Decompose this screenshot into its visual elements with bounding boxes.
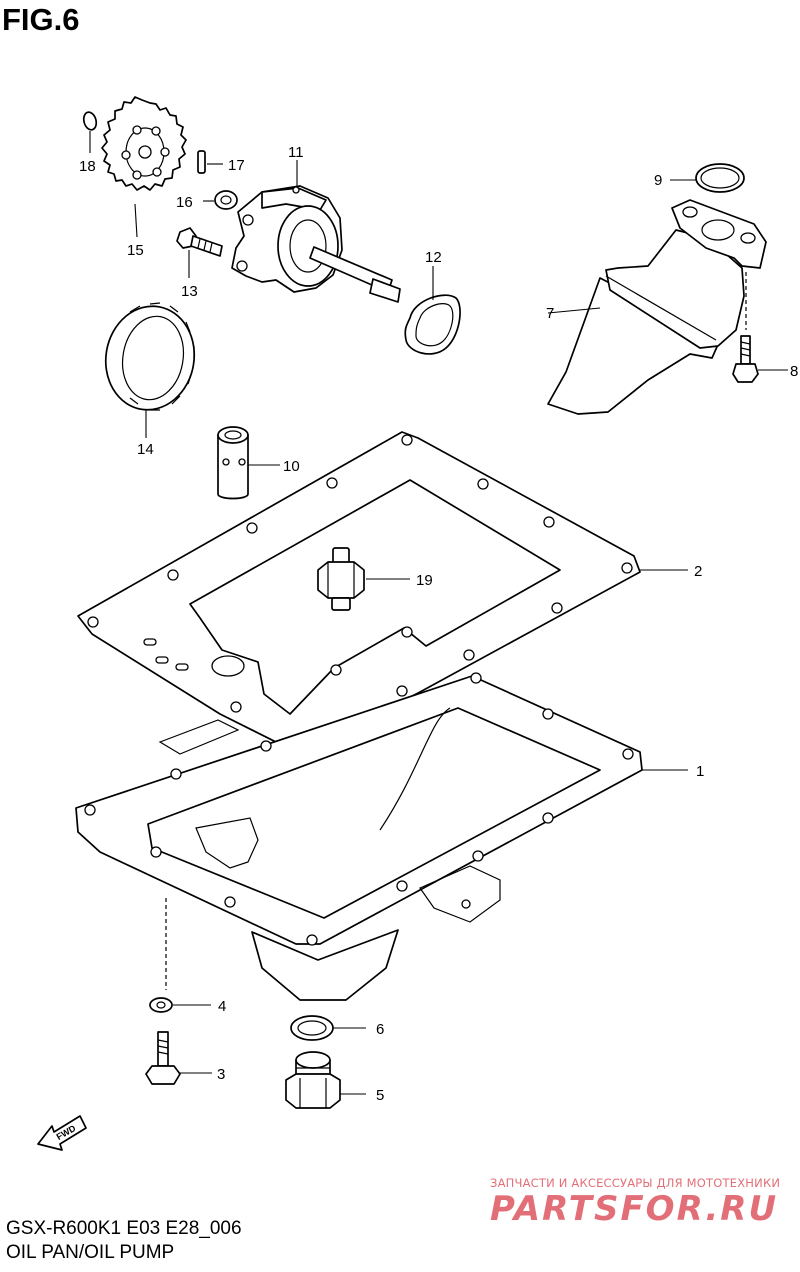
part-3-bolt <box>145 1031 212 1085</box>
callout-7: 7 <box>546 305 554 322</box>
callout-9: 9 <box>654 172 662 189</box>
callout-10: 10 <box>283 458 300 475</box>
part-4-washer <box>149 997 211 1013</box>
part-8-bolt <box>732 335 788 383</box>
part-11-oil-pump <box>231 160 401 303</box>
part-17-pin <box>197 150 223 174</box>
watermark-tagline: ЗАПЧАСТИ И АКСЕССУАРЫ ДЛЯ МОТОТЕХНИКИ <box>490 1176 781 1190</box>
model-code-caption: GSX-R600K1 E03 E28_006 <box>6 1218 242 1239</box>
callout-18: 18 <box>79 158 96 175</box>
callout-1: 1 <box>696 763 704 780</box>
part-13-bolt <box>176 227 223 278</box>
callout-8: 8 <box>790 363 798 380</box>
part-19-pressure-switch <box>317 547 410 611</box>
callout-6: 6 <box>376 1021 384 1038</box>
part-14-gear-ring <box>104 302 196 438</box>
svg-text:PARTSFOR.RU: PARTSFOR.RU <box>490 1189 778 1228</box>
fwd-arrow-icon: FWD <box>37 1115 87 1151</box>
part-16-washer <box>203 190 238 210</box>
callout-16: 16 <box>176 194 193 211</box>
watermark-logo: PARTSFOR.RU <box>490 1189 778 1228</box>
callout-11: 11 <box>288 144 304 161</box>
callout-2: 2 <box>694 563 702 580</box>
part-6-gasket <box>290 1015 366 1041</box>
part-1-oil-pan <box>75 672 688 1001</box>
figure-title: FIG.6 <box>2 2 80 37</box>
callout-19: 19 <box>416 572 433 589</box>
part-7-oil-strainer <box>547 199 767 415</box>
callout-13: 13 <box>181 283 198 300</box>
callout-4: 4 <box>218 998 226 1015</box>
callout-17: 17 <box>228 157 245 174</box>
callout-3: 3 <box>217 1066 225 1083</box>
callout-5: 5 <box>376 1087 384 1104</box>
part-18-circlip <box>82 111 98 153</box>
part-12-gasket <box>404 266 461 355</box>
callout-15: 15 <box>127 242 144 259</box>
callout-12: 12 <box>425 249 442 266</box>
group-name-caption: OIL PAN/OIL PUMP <box>6 1242 175 1263</box>
part-5-drain-plug <box>285 1051 366 1109</box>
part-15-sprocket <box>101 96 187 238</box>
part-9-o-ring <box>670 163 745 193</box>
callout-14: 14 <box>137 441 154 458</box>
part-10-dowel <box>217 426 280 500</box>
